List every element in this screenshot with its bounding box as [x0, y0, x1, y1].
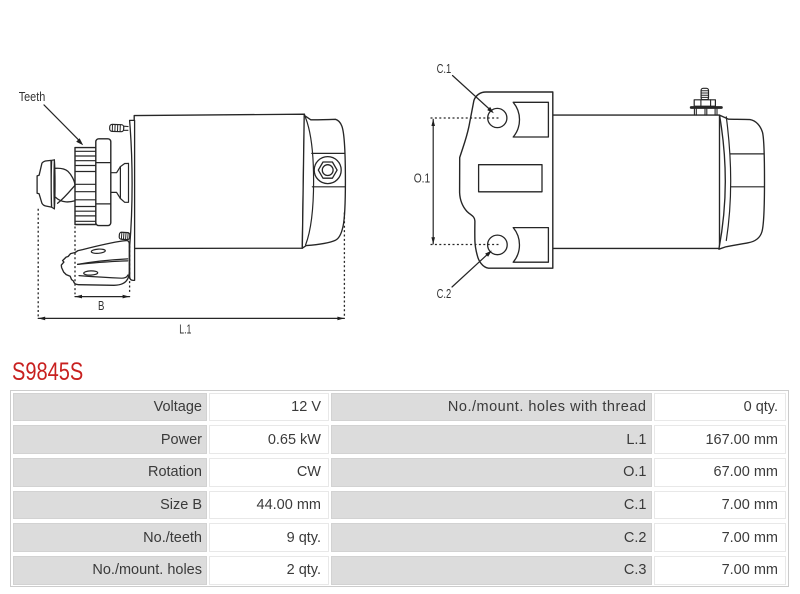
svg-text:C.2: C.2 [437, 287, 452, 301]
svg-text:Teeth: Teeth [19, 90, 46, 104]
svg-text:B: B [98, 299, 104, 313]
svg-text:L.1: L.1 [179, 322, 191, 336]
svg-text:O.1: O.1 [414, 172, 431, 186]
svg-text:C.1: C.1 [437, 62, 452, 76]
